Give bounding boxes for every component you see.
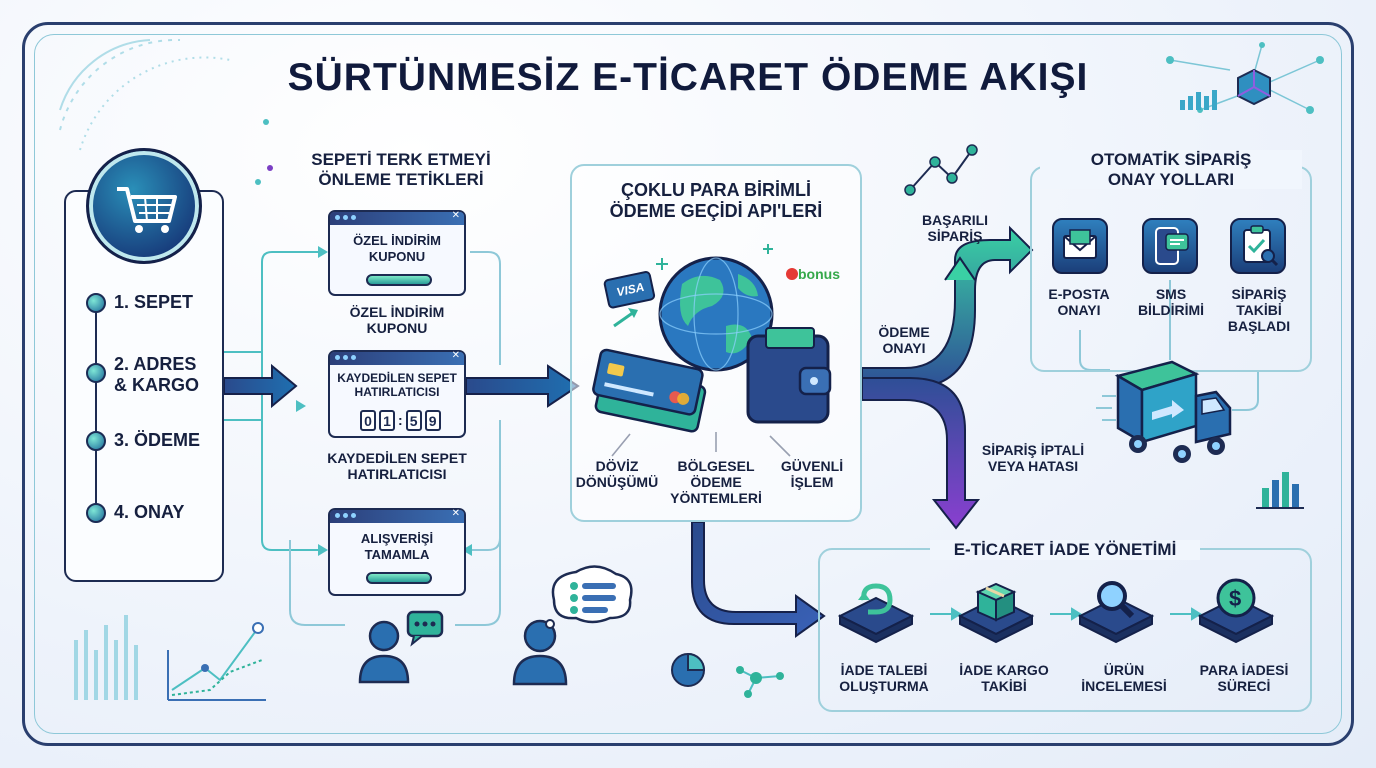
step-dot [86, 292, 106, 313]
outer-frame [22, 22, 1354, 746]
gateway-illustration: VISA bonus [592, 244, 840, 433]
return-step-arrows [930, 607, 1202, 621]
trigger-arrowheads [296, 246, 472, 556]
page-title: SÜRTÜNMESİZ E-TİCARET ÖDEME AKIŞI [287, 56, 1089, 99]
payment-branch-arrows [861, 225, 1034, 530]
network-nodes [1166, 42, 1324, 114]
mini-bar-chart-bottom [1256, 472, 1304, 509]
coupon-button[interactable] [366, 274, 432, 286]
svg-text:$: $ [1229, 586, 1241, 611]
sms-icon [1142, 218, 1198, 274]
network-decoration [1169, 44, 1321, 111]
inner-frame [34, 34, 1342, 734]
return-flow-arrow [691, 521, 826, 638]
decorative-arcs [59, 38, 231, 151]
step-cart: 1. SEPET [86, 292, 193, 313]
decorative-line-chart [167, 627, 266, 701]
cart-glyph [117, 187, 177, 233]
cart-icon [86, 148, 202, 264]
close-icon[interactable]: ✕ [451, 350, 460, 361]
step-label: 1. SEPET [114, 292, 194, 312]
email-icon [1052, 218, 1108, 274]
user-chat-icon [358, 610, 444, 684]
refund-process-icon: $ [1197, 578, 1275, 644]
confirm-connector-lines [1079, 280, 1259, 411]
user-thought-icon [512, 565, 633, 686]
step-label: 2. ADRES& KARGO [114, 354, 199, 395]
step-dot [86, 502, 106, 523]
close-icon[interactable]: ✕ [451, 210, 460, 221]
step-address: 2. ADRES& KARGO [86, 354, 199, 395]
delivery-truck-icon [1096, 360, 1232, 463]
trend-line-icon [909, 149, 973, 191]
steps-connector [95, 302, 97, 512]
tracking-icon [1230, 218, 1286, 274]
bonus-logo: bonus [798, 266, 840, 282]
returns-title: E-TİCARET İADE YÖNETİMİ [930, 540, 1200, 560]
mini-bar-chart-top [1180, 90, 1217, 110]
step-label: 4. ONAY [114, 502, 185, 522]
product-inspection-icon [1077, 581, 1155, 644]
return-shipping-icon [957, 582, 1035, 644]
step-dot [86, 363, 106, 383]
step-dot [86, 430, 106, 451]
step-label: 3. ÖDEME [114, 430, 201, 450]
trigger-return-lines [289, 251, 501, 626]
close-icon[interactable]: ✕ [451, 508, 460, 519]
main-flow-arrows [223, 363, 580, 409]
step-confirm: 4. ONAY [86, 502, 184, 523]
complete-button[interactable] [366, 572, 432, 584]
return-request-icon [838, 583, 915, 644]
step-payment: 3. ÖDEME [86, 430, 200, 451]
visa-logo: VISA [615, 280, 645, 300]
returns-icons: $ [838, 578, 1275, 644]
pie-icon [671, 652, 706, 687]
decorative-bars-bottom-left [74, 615, 138, 700]
